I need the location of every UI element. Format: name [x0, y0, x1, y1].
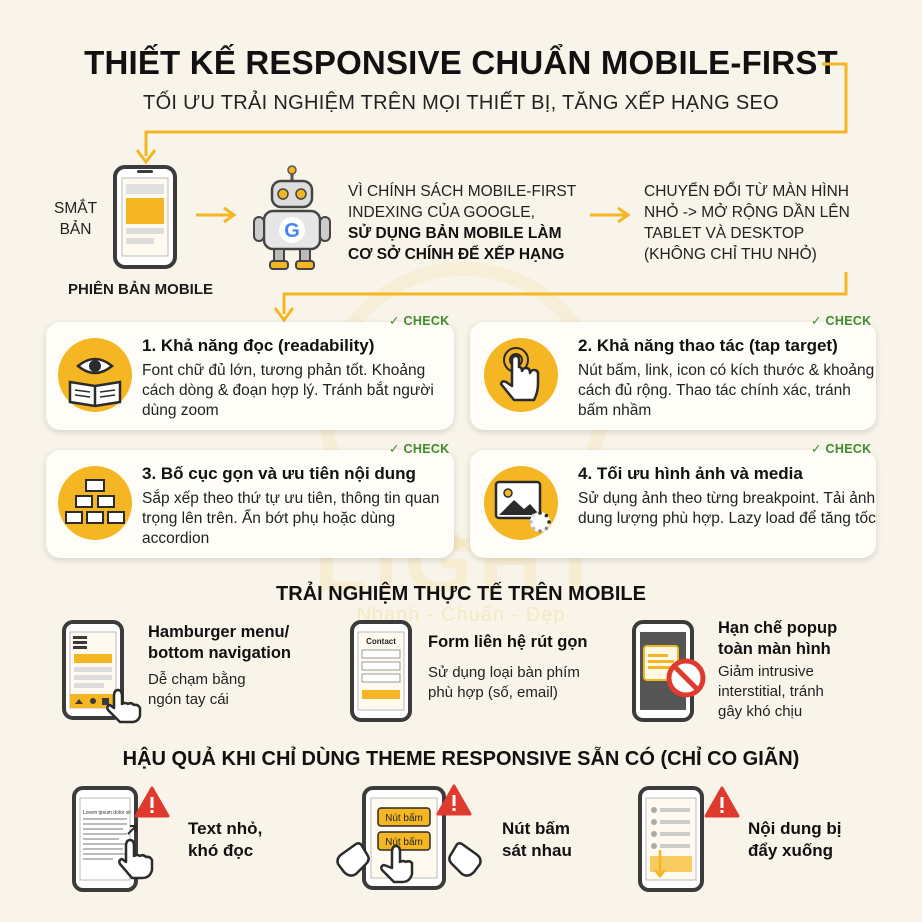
- card-icon-circle: [58, 466, 132, 540]
- feature-desc-line2: interstitial, tránh: [718, 683, 824, 700]
- indexing-bold2: CƠ SỞ CHÍNH ĐỂ XẾP HẠNG: [348, 246, 565, 263]
- popup-blocked-phone-icon: [632, 620, 706, 722]
- consequence-small-text: Text nhỏ, khó đọc: [188, 818, 262, 862]
- card-description: Nút bấm, link, icon có kích thước & khoả…: [578, 362, 875, 419]
- phone-label-line1: SMẮT: [54, 200, 98, 217]
- card-tap-target: 2. Khả năng thao tác (tap target) Nút bấ…: [470, 322, 876, 430]
- feature-desc-line1: Sử dụng loại bàn phím: [428, 664, 580, 681]
- card-description: Font chữ đủ lớn, tương phản tốt. Khoảng …: [142, 362, 434, 419]
- close-buttons-phone-icon: Nút bấm Nút bấm: [336, 784, 482, 890]
- card-icon-circle: [484, 466, 558, 540]
- indexing-text: VÌ CHÍNH SÁCH MOBILE-FIRST INDEXING CỦA …: [348, 181, 576, 265]
- contact-form-phone-icon: Contact: [350, 620, 412, 722]
- consequence-label-line1: Text nhỏ,: [188, 819, 263, 838]
- tight-button-2-label: Nút bấm: [385, 836, 423, 848]
- convert-line4: (KHÔNG CHỈ THU NHỎ): [644, 246, 817, 263]
- card-title: 1. Khả năng đọc (readability): [142, 336, 375, 355]
- feature-desc-line1: Giảm intrusive: [718, 663, 814, 680]
- tight-button-1-label: Nút bấm: [385, 812, 423, 824]
- page-subtitle: TỐI ƯU TRẢI NGHIỆM TRÊN MỌI THIẾT BỊ, TĂ…: [143, 92, 779, 114]
- card-description: Sử dụng ảnh theo từng breakpoint. Tải ản…: [578, 490, 876, 527]
- consequence-label-line1: Nút bấm: [502, 819, 570, 838]
- card-title: 2. Khả năng thao tác (tap target): [578, 336, 838, 355]
- consequence-label-line2: sát nhau: [502, 841, 572, 860]
- experience-popup-limit: Hạn chế popup toàn màn hình Giảm intrusi…: [718, 618, 837, 722]
- consequence-tight-buttons: Nút bấm sát nhau: [502, 818, 572, 862]
- feature-desc-line2: ngón tay cái: [148, 691, 229, 708]
- google-robot-icon: G: [253, 165, 331, 270]
- convert-line3: TABLET VÀ DESKTOP: [644, 225, 805, 242]
- indexing-bold1: SỬ DỤNG BẢN MOBILE LÀM: [348, 225, 562, 242]
- card-icon-circle: [58, 338, 132, 412]
- feature-title-line1: Hạn chế popup: [718, 619, 838, 637]
- card-readability: 1. Khả năng đọc (readability) Font chữ đ…: [46, 322, 454, 430]
- pyramid-blocks-icon: [65, 479, 125, 524]
- mobile-version-label: PHIÊN BẢN MOBILE: [68, 281, 214, 298]
- card-layout-priority: 3. Bố cục gọn và ưu tiên nội dung Sắp xế…: [46, 450, 454, 558]
- contact-form-label: Contact: [366, 637, 396, 646]
- watermark-tagline: Nhanh - Chuẩn - Đẹp: [356, 604, 566, 626]
- image-loading-icon: [494, 480, 551, 533]
- convert-text: CHUYỂN ĐỔI TỪ MÀN HÌNH NHỎ -> MỞ RỘNG DẦ…: [644, 181, 850, 265]
- feature-desc-line2: phù hợp (số, email): [428, 684, 558, 701]
- eye-book-icon: [68, 357, 122, 408]
- card-title: 3. Bố cục gọn và ưu tiên nội dung: [142, 464, 416, 483]
- consequence-label-line1: Nội dung bị: [748, 819, 842, 838]
- convert-line1: CHUYỂN ĐỔI TỪ MÀN HÌNH: [644, 183, 849, 200]
- convert-line2: NHỎ -> MỞ RỘNG DẦN LÊN: [644, 204, 850, 221]
- check-badge: ✓ CHECK: [811, 314, 872, 328]
- indexing-line2: INDEXING CỦA GOOGLE,: [348, 204, 535, 221]
- consequence-label-line2: khó đọc: [188, 841, 254, 860]
- consequences-section-title: HẬU QUẢ KHI CHỈ DÙNG THEME RESPONSIVE SẴ…: [122, 748, 800, 770]
- hamburger-phone-icon: [62, 620, 142, 724]
- feature-title-line1: Hamburger menu/: [148, 623, 290, 641]
- tap-hand-icon: [499, 347, 540, 402]
- smartphone-icon: [113, 165, 177, 269]
- page-title: THIẾT KẾ RESPONSIVE CHUẨN MOBILE-FIRST: [84, 44, 838, 81]
- consequence-pushed-content: Nội dung bị đẩy xuống: [748, 818, 841, 862]
- check-badge: ✓ CHECK: [811, 442, 872, 456]
- check-badge: ✓ CHECK: [389, 442, 450, 456]
- card-title: 4. Tối ưu hình ảnh và media: [578, 464, 803, 483]
- check-badge: ✓ CHECK: [389, 314, 450, 328]
- feature-title-line2: toàn màn hình: [718, 640, 831, 658]
- phone-side-label: SMẮT BẢN: [54, 198, 97, 240]
- consequence-label-line2: đẩy xuống: [748, 841, 834, 860]
- indexing-line1: VÌ CHÍNH SÁCH MOBILE-FIRST: [348, 183, 577, 200]
- feature-desc-line3: gây khó chịu: [718, 703, 803, 720]
- small-text-phone-icon: Lorem ipsum dolor sit: [72, 786, 170, 892]
- feature-title-line1: Form liên hệ rút gọn: [428, 633, 588, 651]
- card-description: Sắp xếp theo thứ tự ưu tiên, thông tin q…: [142, 490, 440, 547]
- lorem-text: Lorem ipsum dolor sit: [83, 810, 131, 816]
- card-icon-circle: [484, 338, 558, 412]
- feature-title-line2: bottom navigation: [148, 644, 291, 662]
- phone-label-line2: BẢN: [59, 221, 92, 238]
- card-image-media: 4. Tối ưu hình ảnh và media Sử dụng ảnh …: [470, 450, 876, 558]
- experience-hamburger: Hamburger menu/ bottom navigation Dễ chạ…: [148, 622, 291, 710]
- experience-contact-form: Form liên hệ rút gọn Sử dụng loại bàn ph…: [428, 632, 588, 703]
- pushed-content-phone-icon: [638, 786, 740, 892]
- experience-section-title: TRẢI NGHIỆM THỰC TẾ TRÊN MOBILE: [276, 583, 646, 605]
- google-logo-letter: G: [284, 220, 300, 242]
- feature-desc-line1: Dễ chạm bằng: [148, 671, 246, 688]
